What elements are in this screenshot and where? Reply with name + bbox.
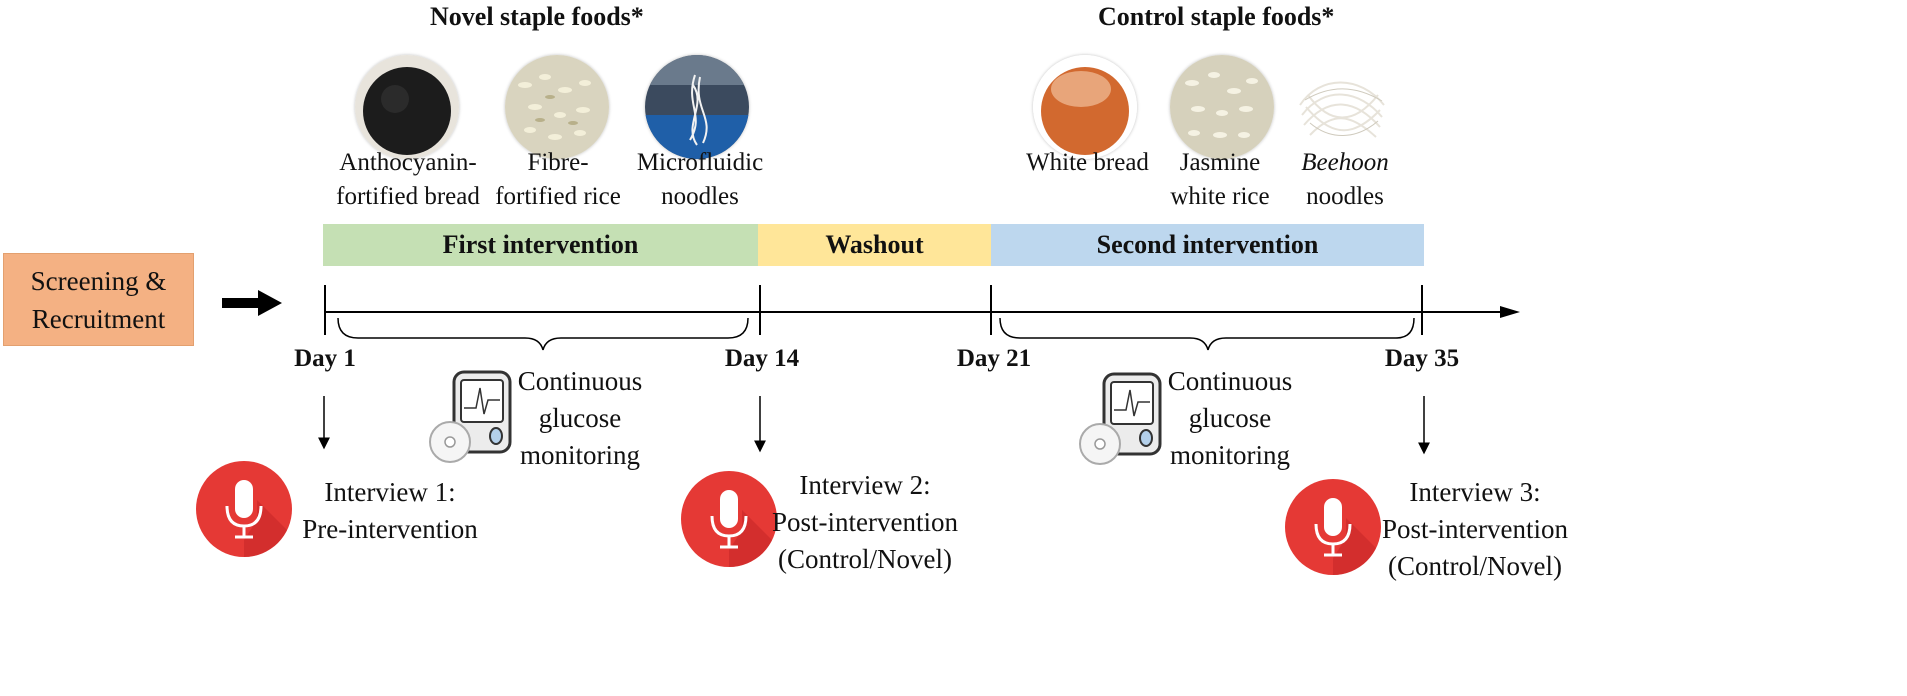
day21-label: Day 21 xyxy=(956,345,1032,372)
fibre-rice-image xyxy=(505,55,609,159)
day14-label: Day 14 xyxy=(724,345,800,372)
control-foods-heading: Control staple foods* xyxy=(1098,2,1335,31)
novel-foods-heading: Novel staple foods* xyxy=(430,2,644,31)
microphone-icon-2 xyxy=(681,471,777,567)
interview-2-label: Interview 2:Post-intervention(Control/No… xyxy=(772,470,958,574)
screening-arrow xyxy=(222,290,282,316)
timeline-arrowhead xyxy=(1500,306,1520,318)
white-bread-image xyxy=(1033,55,1137,159)
food-label-white-bread: White bread xyxy=(1026,149,1149,176)
microphone-icon-3 xyxy=(1285,479,1381,575)
first-intervention-bar: First intervention xyxy=(323,224,758,266)
cgm-device-icon-2 xyxy=(1079,372,1162,465)
second-intervention-brace xyxy=(999,317,1415,351)
microphone-icon-1 xyxy=(196,461,292,557)
washout-bar: Washout xyxy=(758,224,991,266)
food-label-anthocyanin-bread: Anthocyanin-fortified bread xyxy=(336,149,480,210)
day35-label: Day 35 xyxy=(1384,345,1460,372)
cgm-device-icon xyxy=(429,370,512,463)
first-intervention-brace xyxy=(337,317,749,351)
second-intervention-bar: Second intervention xyxy=(991,224,1424,266)
interview-1-label: Interview 1:Pre-intervention xyxy=(302,477,478,544)
food-label-fibre-rice: Fibre-fortified rice xyxy=(495,149,621,210)
beehoon-noodles-image xyxy=(1290,55,1394,159)
anthocyanin-bread-image xyxy=(355,55,459,159)
interview-3-label: Interview 3:Post-intervention(Control/No… xyxy=(1382,477,1568,581)
screening-recruitment-box: Screening &Recruitment xyxy=(3,253,194,346)
day1-label: Day 1 xyxy=(294,345,356,372)
jasmine-rice-image xyxy=(1170,55,1274,159)
